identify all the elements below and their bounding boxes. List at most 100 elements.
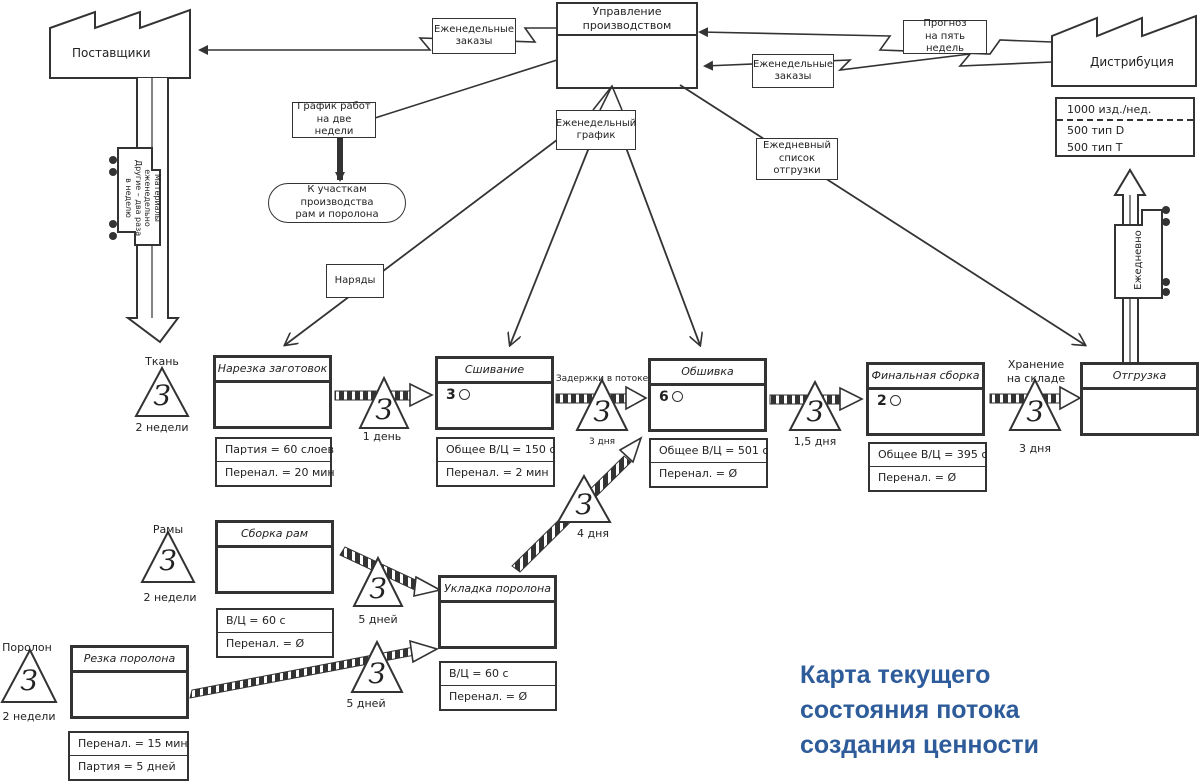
process-final-assembly: Финальная сборка 2 [866, 362, 985, 436]
process-title: Обшивка [651, 361, 764, 386]
inventory-triangle-final-ship [1008, 377, 1062, 431]
data-row: Перенал. = 2 мин [438, 461, 553, 484]
distribution-factory-shape [1051, 14, 1197, 87]
distribution-label: Дистрибуция [1090, 55, 1174, 69]
inventory-bottom-label: 5 дней [358, 613, 398, 626]
process-foam-cutting: Резка поролона [70, 645, 189, 719]
data-box-cutting: Партия = 60 слоев Перенал. = 20 мин [215, 437, 335, 487]
suppliers-label: Поставщики [72, 46, 151, 60]
data-box-foam-cutting: Перенал. = 15 мин Партия = 5 дней [68, 731, 189, 781]
supplier-truck-label: Материалы еженедельно Другие – два раза … [124, 159, 162, 237]
suppliers-factory-shape [49, 8, 191, 79]
inventory-triangle-foam [0, 647, 58, 703]
arrow-forecast [698, 27, 1053, 55]
process-title: Сшивание [438, 359, 551, 384]
data-box-sewing: Общее В/Ц = 150 с Перенал. = 2 мин [436, 437, 555, 487]
management-label: Управление производством [582, 5, 672, 32]
process-title: Укладка поролона [441, 578, 554, 603]
process-sewing: Сшивание 3 [435, 356, 554, 430]
data-row: В/Ц = 60 с [226, 614, 286, 627]
inventory-bottom-label: 3 дня [588, 437, 616, 447]
inventory-top-label: Ткань [145, 355, 179, 368]
map-title: Карта текущего состояния потока создания… [800, 661, 1039, 759]
process-title: Нарезка заготовок [216, 358, 329, 383]
data-row: Партия = 60 слоев [225, 443, 334, 456]
demand-row-type-d: 500 тип D [1067, 124, 1125, 137]
inventory-bottom-label: 5 дней [346, 697, 386, 710]
arrow-daily-shipping [679, 84, 1085, 345]
inventory-top-label: Задержки в потоке [555, 374, 649, 384]
inventory-mark: З [369, 572, 387, 605]
inventory-top-label: Хранение на складе [1006, 358, 1066, 385]
operator-count: 6 [659, 389, 683, 405]
arrow-schedule-to-upholstery [624, 144, 700, 345]
inventory-triangle-uph-final [788, 379, 842, 431]
inventory-triangle-sew-uph [575, 377, 629, 431]
process-foam-laying: Укладка поролона [438, 575, 557, 649]
process-shipping: Отгрузка [1080, 362, 1199, 436]
inventory-mark: З [159, 544, 177, 577]
inventory-mark: З [593, 395, 611, 428]
inventory-top-label: Поролон [2, 641, 52, 654]
inventory-mark: З [368, 657, 386, 690]
data-row: Перенал. = 15 мин [78, 737, 188, 750]
inventory-triangle-frames-foam [352, 555, 404, 607]
inventory-triangle-cut-sew [358, 375, 410, 429]
process-cutting: Нарезка заготовок [213, 355, 332, 429]
data-row: Партия = 5 дней [70, 755, 187, 778]
push-arrow-foamcut-to-lay [189, 639, 440, 699]
data-row: Перенал. = 20 мин [217, 461, 335, 484]
inventory-mark: З [1026, 395, 1044, 428]
inventory-bottom-label: 3 дня [1019, 442, 1051, 455]
data-box-foam-laying: В/Ц = 60 с Перенал. = Ø [439, 661, 557, 711]
inventory-triangle-frames [140, 529, 196, 583]
inventory-bottom-label: 1 день [362, 430, 402, 443]
demand-box: 1000 изд./нед. 500 тип D 500 тип T [1055, 97, 1195, 157]
arrow-work-orders [285, 114, 591, 345]
inventory-bottom-label: 1,5 дня [793, 435, 837, 448]
inventory-triangle-fabric [134, 365, 190, 417]
demand-row-total: 1000 изд./нед. [1067, 103, 1152, 116]
demand-row-type-t: 500 тип T [1067, 141, 1123, 154]
process-upholstery: Обшивка 6 [648, 358, 767, 432]
note-work-orders: Наряды [326, 264, 384, 298]
supplier-truck-shape [117, 147, 161, 246]
inventory-mark: З [806, 395, 824, 428]
operator-count: 3 [446, 387, 470, 403]
management-box-shape [556, 2, 698, 89]
data-box-upholstery: Общее В/Ц = 501 с Перенал. = Ø [649, 438, 768, 488]
inventory-mark: З [20, 664, 38, 697]
data-row: В/Ц = 60 с [449, 667, 509, 680]
data-box-frame-assembly: В/Ц = 60 с Перенал. = Ø [216, 608, 334, 658]
inventory-bottom-label: 2 недели [2, 710, 56, 723]
data-box-final-assembly: Общее В/Ц = 395 с Перенал. = Ø [868, 442, 987, 492]
data-row: Общее В/Ц = 395 с [878, 448, 988, 461]
process-title: Финальная сборка [869, 365, 982, 390]
inventory-bottom-label: 2 недели [135, 421, 189, 434]
operator-icon [458, 388, 470, 400]
inventory-bottom-label: 2 недели [143, 591, 197, 604]
inventory-triangle-foamcut-lay [350, 639, 404, 693]
process-frame-assembly: Сборка рам [215, 520, 334, 594]
inventory-mark: З [575, 488, 593, 521]
process-title: Сборка рам [218, 523, 331, 548]
data-row: Общее В/Ц = 501 с [659, 444, 769, 457]
inventory-bottom-label: 4 дня [577, 527, 609, 540]
arrow-schedule-to-sewing [510, 144, 591, 345]
data-row: Общее В/Ц = 150 с [446, 443, 556, 456]
inventory-triangle-foam-uph [556, 473, 612, 523]
process-title: Резка поролона [73, 648, 186, 673]
inventory-top-label: Рамы [152, 523, 184, 536]
data-row: Перенал. = Ø [651, 462, 766, 485]
inventory-mark: З [153, 379, 171, 412]
daily-truck-label: Ежедневно [1133, 230, 1144, 290]
process-title: Отгрузка [1083, 365, 1196, 390]
data-row: Перенал. = Ø [218, 632, 332, 655]
operator-icon [889, 394, 901, 406]
